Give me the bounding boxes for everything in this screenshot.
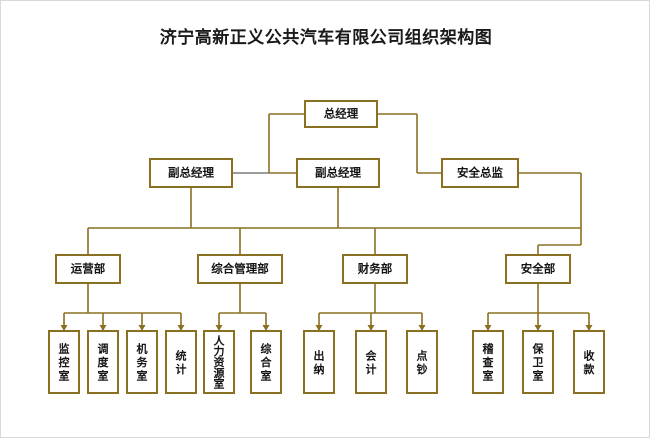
org-node-n2[interactable]: 副总经理 (296, 158, 380, 188)
node-label: 监 (59, 342, 70, 356)
node-label: 合 (261, 355, 273, 369)
node-box[interactable] (472, 330, 504, 394)
node-label: 力 (214, 344, 225, 358)
node-label: 出 (314, 348, 325, 362)
node-label: 会 (366, 348, 378, 362)
node-label: 源 (214, 366, 225, 380)
arrow-head-icon (484, 325, 492, 331)
node-label: 钞 (417, 362, 428, 376)
node-box[interactable] (197, 254, 283, 284)
node-label: 总经理 (324, 107, 359, 121)
org-node-l9[interactable]: 点钞 (406, 330, 438, 394)
org-node-l8[interactable]: 会计 (355, 330, 387, 394)
org-node-l11[interactable]: 保卫室 (522, 330, 554, 394)
node-box[interactable] (165, 330, 197, 394)
node-box[interactable] (522, 330, 554, 394)
node-box[interactable] (296, 158, 380, 188)
org-node-n1[interactable]: 副总经理 (149, 158, 233, 188)
node-label: 安全部 (521, 262, 556, 276)
node-label: 收 (584, 348, 595, 362)
org-node-l7[interactable]: 出纳 (303, 330, 335, 394)
org-node-l12[interactable]: 收款 (573, 330, 605, 394)
node-label: 室 (483, 369, 494, 383)
node-label: 室 (59, 369, 70, 383)
arrow-head-icon (534, 325, 542, 331)
node-label: 务 (137, 355, 149, 369)
node-label: 统 (176, 348, 187, 362)
node-box[interactable] (87, 330, 119, 394)
arrow-head-icon (99, 325, 107, 331)
node-label: 副总经理 (315, 166, 361, 180)
node-box[interactable] (250, 330, 282, 394)
node-label: 财务部 (357, 262, 393, 276)
node-label: 保 (532, 342, 545, 356)
node-label: 款 (584, 362, 596, 376)
org-node-d1[interactable]: 运营部 (55, 254, 121, 284)
node-label: 资 (214, 355, 225, 369)
node-label: 稽 (483, 342, 494, 356)
node-box[interactable] (303, 330, 335, 394)
arrow-head-icon (215, 325, 223, 331)
node-label: 调 (98, 342, 109, 356)
org-node-l6[interactable]: 综合室 (250, 330, 282, 394)
node-label: 综 (261, 342, 272, 356)
node-label: 纳 (314, 362, 325, 376)
node-label: 卫 (533, 356, 544, 369)
node-box[interactable] (505, 254, 571, 284)
node-label: 室 (533, 369, 544, 383)
arrow-head-icon (177, 325, 185, 331)
arrow-head-icon (262, 325, 270, 331)
node-label: 人 (214, 333, 226, 347)
node-label: 室 (214, 377, 225, 391)
org-node-l1[interactable]: 监控室 (48, 330, 80, 394)
node-box[interactable] (573, 330, 605, 394)
node-box[interactable] (355, 330, 387, 394)
node-label: 综合管理部 (211, 262, 269, 276)
node-label: 控 (59, 355, 70, 369)
node-label: 室 (98, 369, 109, 383)
node-label: 点 (417, 348, 428, 362)
page-title: 济宁高新正义公共汽车有限公司组织架构图 (159, 28, 493, 48)
arrow-head-icon (315, 325, 323, 331)
node-label: 副总经理 (168, 166, 214, 180)
node-box[interactable] (406, 330, 438, 394)
arrow-head-icon (418, 325, 426, 331)
node-label: 机 (137, 342, 148, 356)
org-node-d2[interactable]: 综合管理部 (197, 254, 283, 284)
node-label: 度 (98, 355, 110, 369)
node-box[interactable] (48, 330, 80, 394)
org-node-n3[interactable]: 安全总监 (441, 158, 519, 188)
org-node-l4[interactable]: 统计 (165, 330, 197, 394)
node-label: 查 (483, 355, 494, 369)
node-box[interactable] (304, 100, 378, 128)
node-box[interactable] (203, 330, 235, 394)
arrow-head-icon (585, 325, 593, 331)
arrow-head-icon (367, 325, 375, 331)
node-label: 安全总监 (457, 166, 503, 180)
org-node-l2[interactable]: 调度室 (87, 330, 119, 394)
node-label: 运营部 (71, 262, 106, 276)
org-node-d3[interactable]: 财务部 (342, 254, 408, 284)
node-box[interactable] (55, 254, 121, 284)
node-label: 计 (366, 362, 377, 376)
org-node-l3[interactable]: 机务室 (126, 330, 158, 394)
connector-layer (60, 113, 593, 331)
org-node-l10[interactable]: 稽查室 (472, 330, 504, 394)
org-node-n0[interactable]: 总经理 (304, 100, 378, 128)
node-box[interactable] (126, 330, 158, 394)
node-box[interactable] (441, 158, 519, 188)
node-box[interactable] (149, 158, 233, 188)
node-label: 计 (176, 362, 187, 376)
node-box[interactable] (342, 254, 408, 284)
node-label: 室 (137, 369, 148, 383)
arrow-head-icon (138, 325, 146, 331)
node-layer: 总经理副总经理副总经理安全总监运营部综合管理部财务部安全部监控室调度室机务室统计… (48, 100, 605, 394)
org-node-d4[interactable]: 安全部 (505, 254, 571, 284)
node-label: 室 (261, 369, 272, 383)
arrow-head-icon (60, 325, 68, 331)
